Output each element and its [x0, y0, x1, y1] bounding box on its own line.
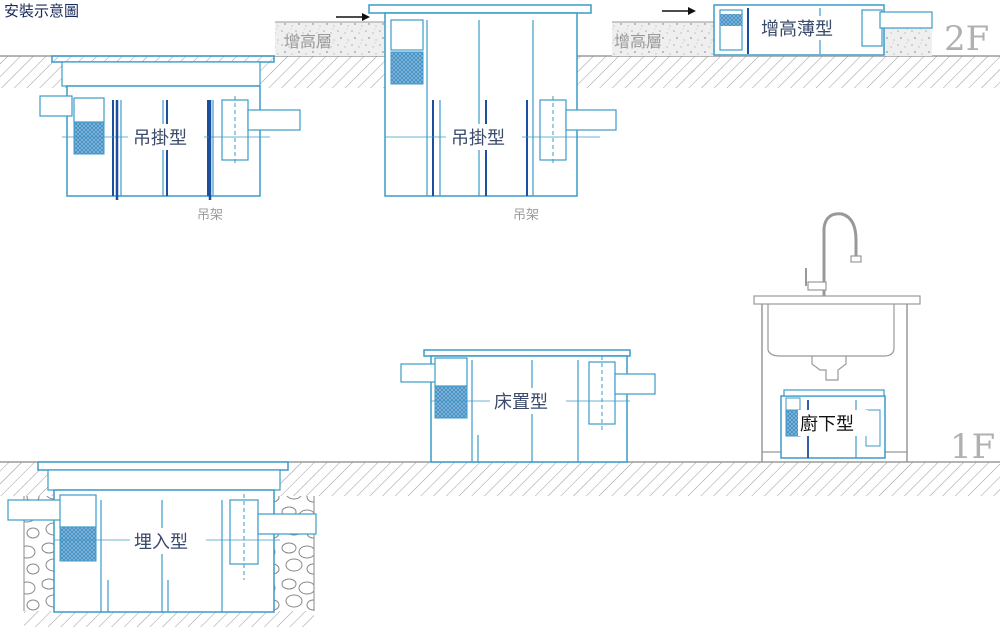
diagram-title: 安裝示意圖 [4, 2, 79, 20]
floor-label-1f: 1F [950, 427, 995, 467]
flow-arrow-icon [662, 7, 696, 15]
raised-layer-label-left: 增高層 [284, 32, 332, 51]
hanger-label-center: 吊架 [513, 208, 539, 223]
hanging-unit-center [368, 4, 617, 197]
raised-layer-left: 增高層 [275, 21, 385, 56]
buried-unit [7, 461, 317, 613]
type-label-hanging-left: 吊掛型 [133, 128, 187, 149]
faucet-icon [805, 212, 862, 296]
hanger-label-left: 吊架 [197, 208, 223, 223]
raised-layer-label-right: 增高層 [614, 32, 662, 51]
type-label-hanging-center: 吊掛型 [451, 128, 505, 149]
floor-label-2f: 2F [944, 19, 989, 59]
type-label-floor: 床置型 [494, 392, 548, 413]
flow-arrow-icon [336, 13, 370, 21]
type-label-under-sink: 廚下型 [800, 413, 854, 435]
type-label-buried: 埋入型 [134, 532, 188, 553]
type-label-raised-thin: 增高薄型 [761, 19, 833, 40]
